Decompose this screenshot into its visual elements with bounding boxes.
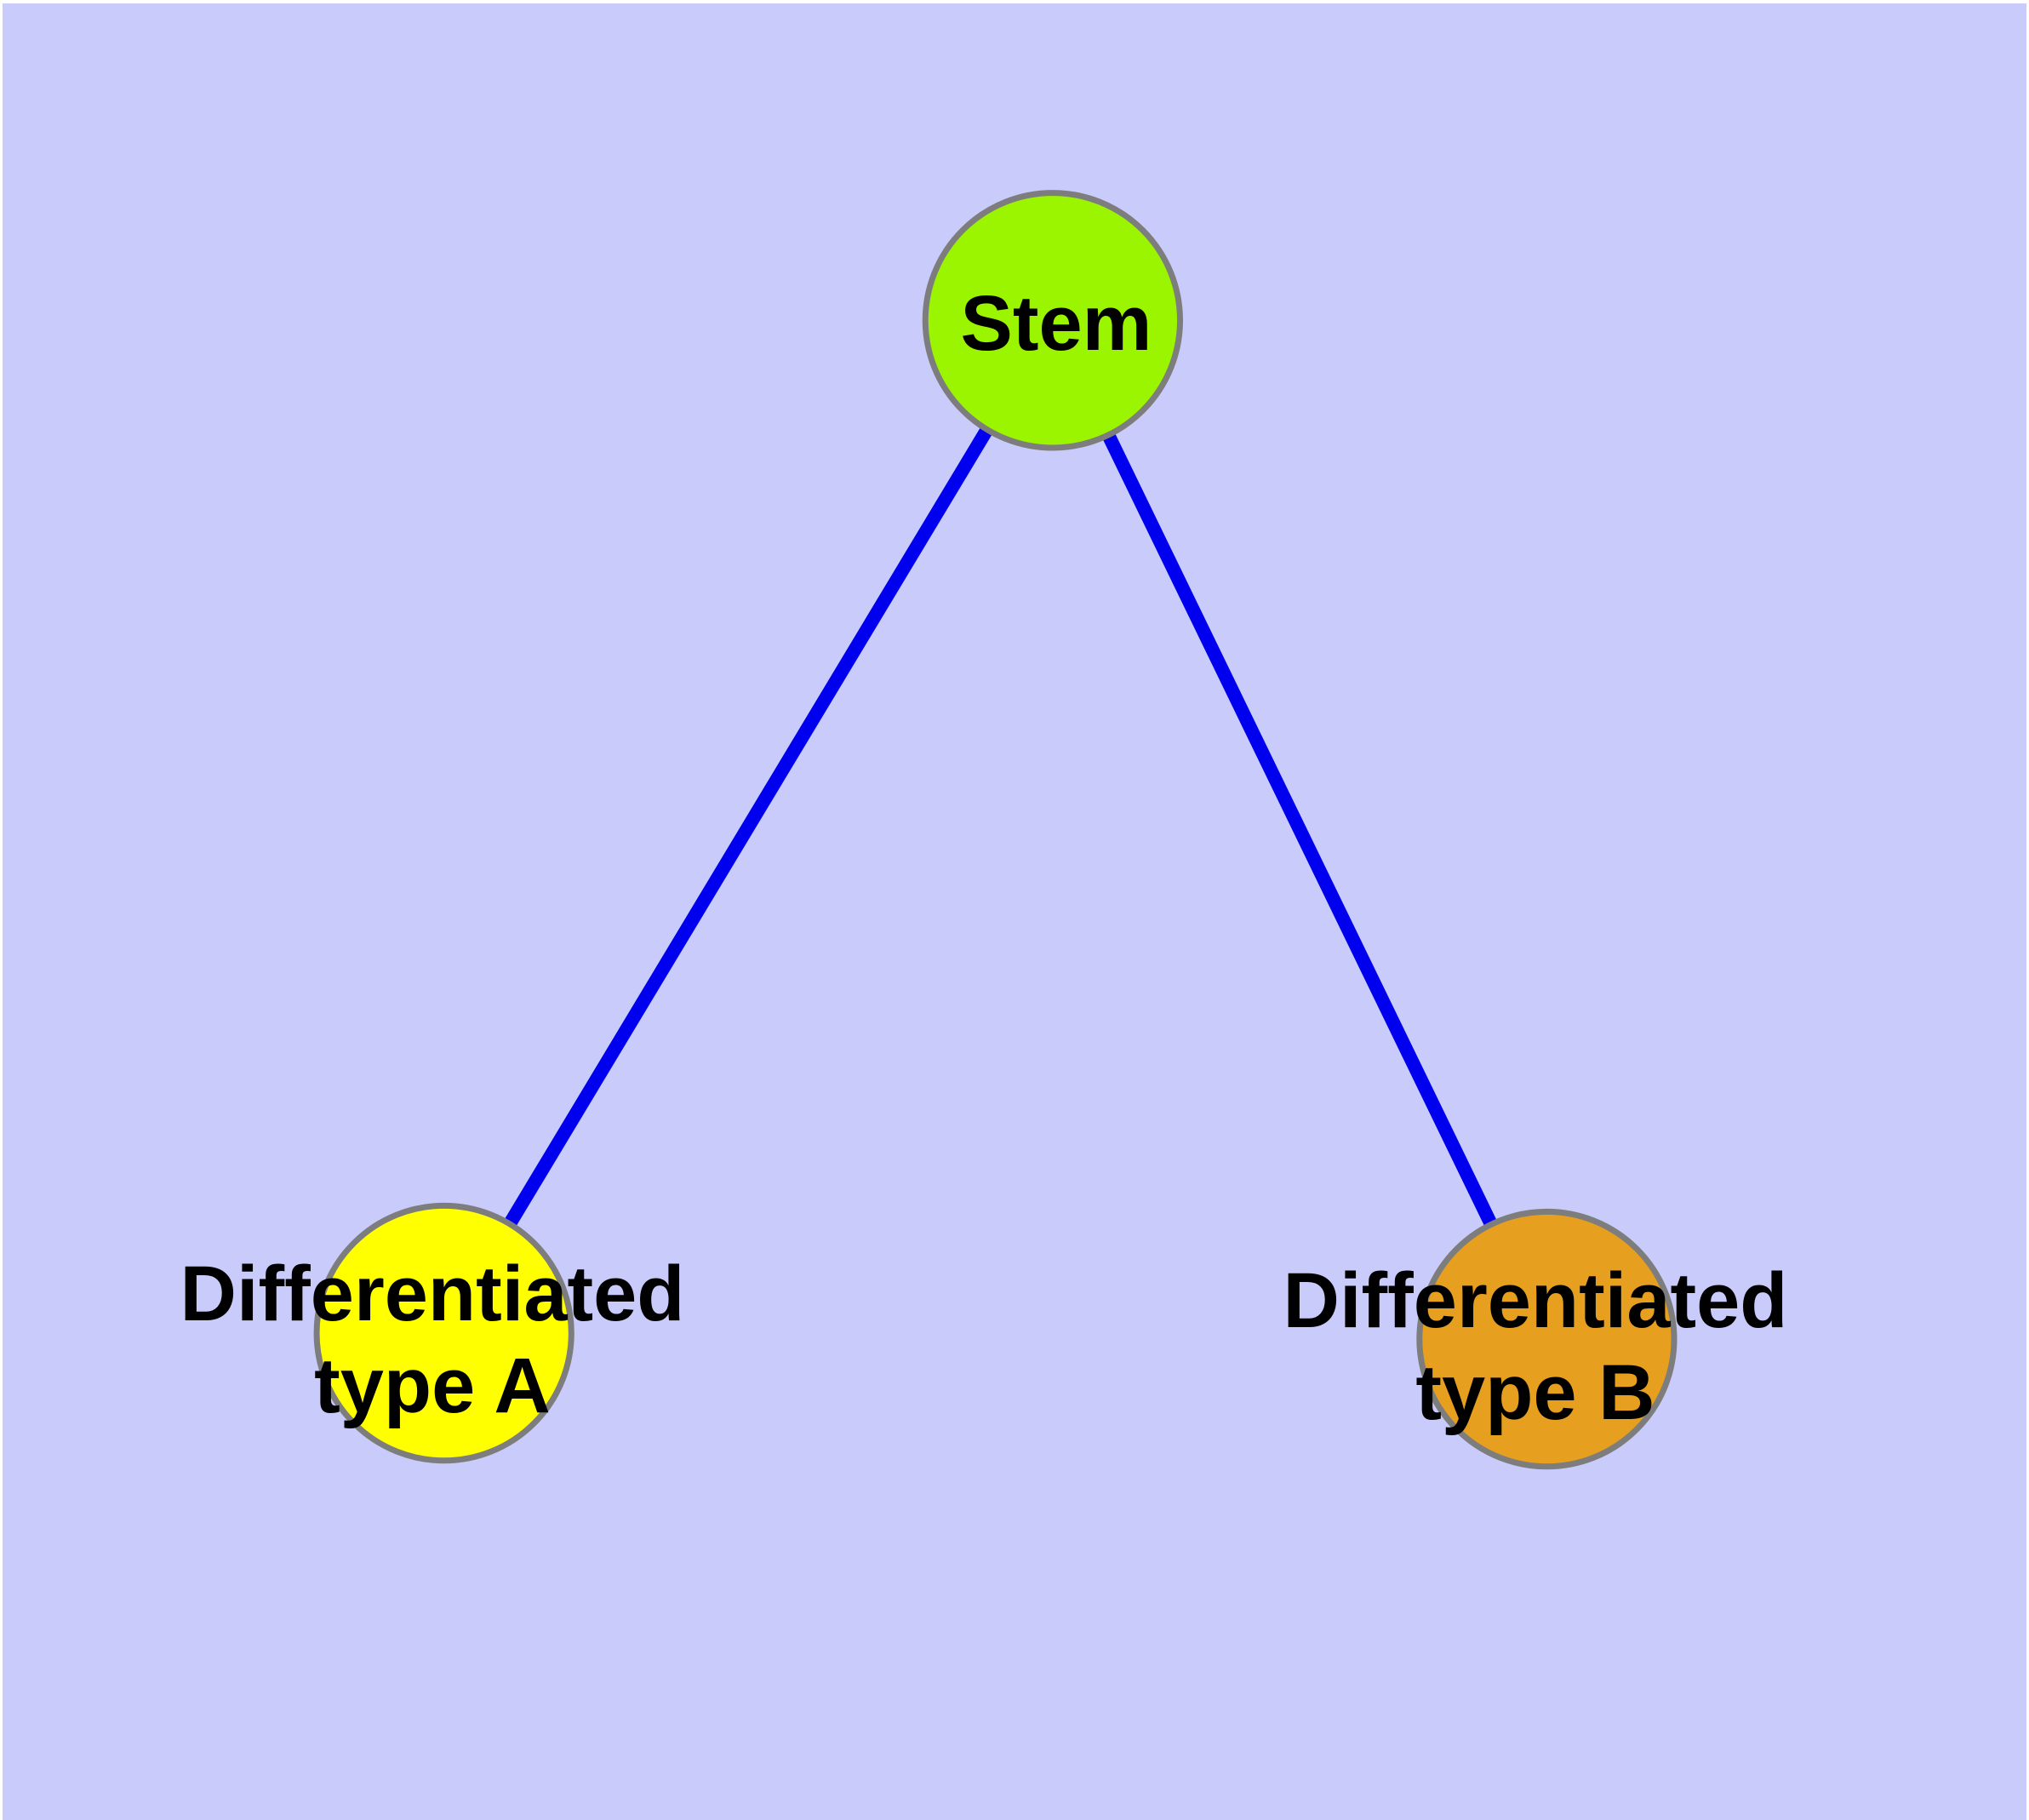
edge-stem-to-type-a xyxy=(437,317,1059,1337)
node-type-a xyxy=(313,1202,574,1464)
node-label-type-b-line1: Differentiated xyxy=(1283,1257,1788,1344)
node-label-stem-text: Stem xyxy=(960,280,1152,367)
node-label-type-a-line2: type A xyxy=(314,1342,551,1429)
edge-stem-to-type-b xyxy=(1046,317,1553,1342)
node-label-type-a: Differentiated type A xyxy=(180,1248,685,1432)
node-label-type-b: Differentiated type B xyxy=(1283,1255,1788,1439)
graph-svg xyxy=(313,190,1677,1470)
node-label-stem: Stem xyxy=(961,278,1152,369)
node-type-b xyxy=(1416,1208,1677,1470)
node-label-type-b-line2: type B xyxy=(1415,1349,1655,1436)
node-stem xyxy=(922,190,1184,451)
node-label-type-a-line1: Differentiated xyxy=(180,1251,685,1337)
